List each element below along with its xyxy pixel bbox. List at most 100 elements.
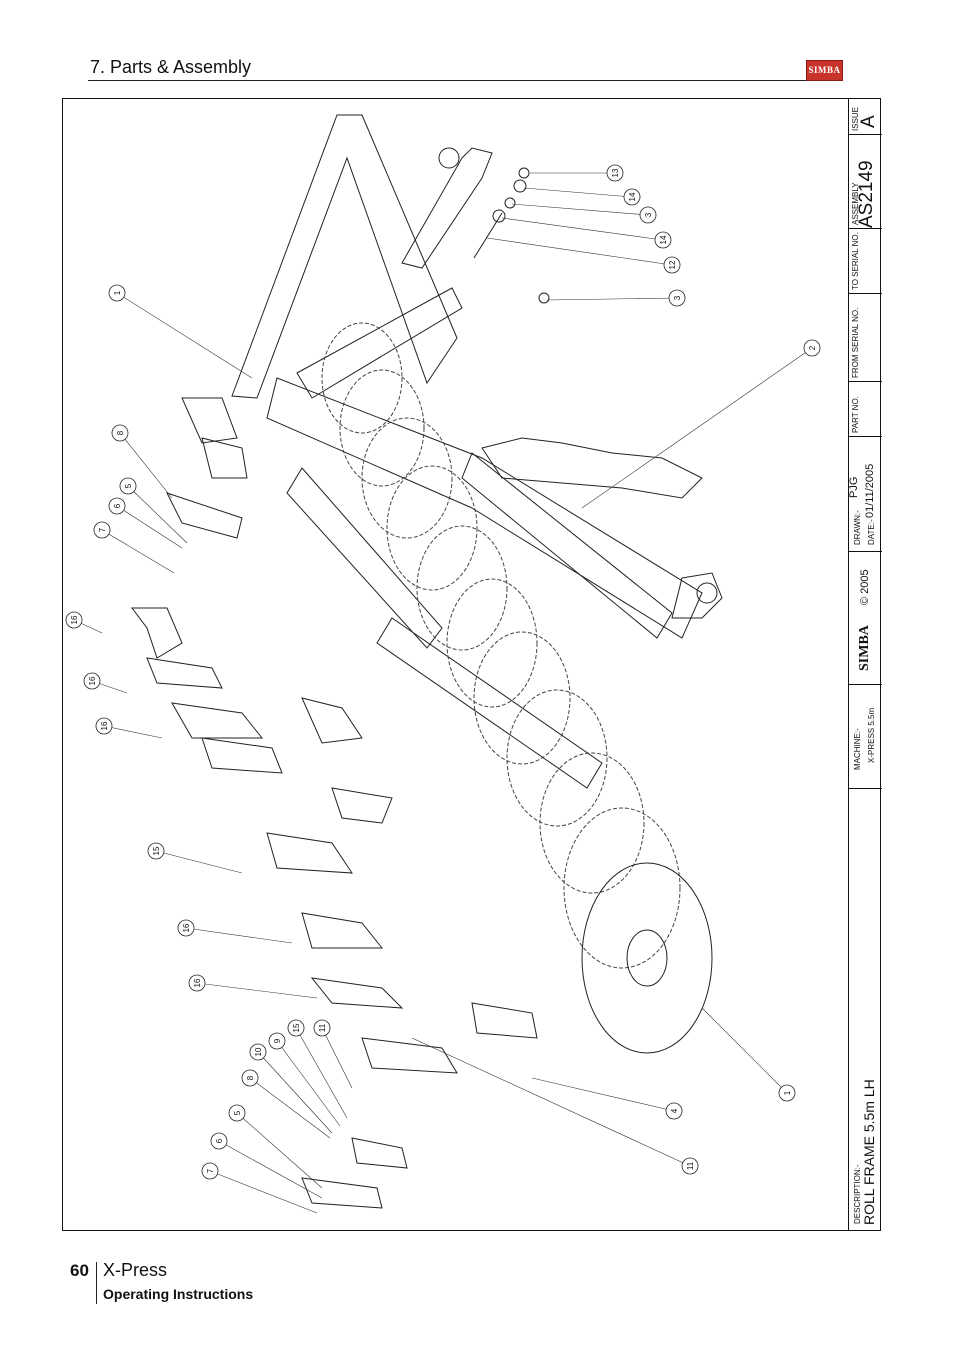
- tb-divider: [849, 436, 882, 437]
- document-title: X-Press: [103, 1260, 168, 1280]
- issue-value: A: [858, 115, 879, 128]
- svg-text:15: 15: [152, 846, 161, 855]
- simba-logo: SIMBA: [806, 60, 843, 81]
- svg-text:6: 6: [215, 1138, 224, 1143]
- svg-text:16: 16: [100, 721, 109, 730]
- callout-3: 3: [639, 206, 657, 224]
- svg-text:6: 6: [113, 503, 122, 508]
- callout-8: 8: [111, 424, 129, 442]
- tb-divider: [849, 788, 882, 789]
- svg-text:8: 8: [246, 1075, 255, 1080]
- callout-15: 15: [147, 842, 165, 860]
- assembly-drawing: 13 14 3 14 12 3 2 1 8 5 6 7 16 16 16 15 16 16 11 15 9 10 8 5 6 7 4…: [65, 114, 821, 1214]
- drawn-label: DRAWN:-: [853, 510, 862, 545]
- part-no-label: PART NO.: [851, 396, 860, 433]
- callout-7: 7: [201, 1162, 219, 1180]
- callout-12: 12: [663, 256, 681, 274]
- svg-text:16: 16: [182, 923, 191, 932]
- svg-text:7: 7: [98, 527, 107, 532]
- callout-5: 5: [119, 477, 137, 495]
- svg-text:11: 11: [686, 1161, 695, 1170]
- headstock: [401, 147, 493, 269]
- rear-bracket: [671, 572, 723, 619]
- title-block: ISSUE A ASSEMBLY AS2149 TO SERIAL NO. FR…: [848, 98, 882, 1231]
- machine-label: MACHINE:-: [853, 728, 862, 770]
- callout-8: 8: [241, 1069, 259, 1087]
- frame-cross-3: [376, 617, 603, 789]
- frame-cross-4: [461, 452, 673, 639]
- tb-divider: [849, 134, 882, 135]
- svg-text:7: 7: [206, 1168, 215, 1173]
- brand-mark: SIMBA: [857, 625, 872, 671]
- svg-text:15: 15: [292, 1023, 301, 1032]
- footer-divider: [96, 1262, 97, 1304]
- svg-text:5: 5: [233, 1110, 242, 1115]
- svg-text:3: 3: [644, 212, 653, 217]
- from-serial-label: FROM SERIAL NO.: [851, 307, 860, 378]
- svg-text:13: 13: [611, 168, 620, 177]
- frame-cross-1: [296, 287, 463, 399]
- callout-3: 3: [668, 289, 686, 307]
- callout-1: 1: [778, 1084, 796, 1102]
- machine-value: X-PRESS 5.5m: [867, 707, 876, 763]
- drawing-frame: [62, 98, 881, 1231]
- tb-divider: [849, 381, 882, 382]
- svg-text:14: 14: [659, 235, 668, 244]
- callout-11: 11: [313, 1019, 331, 1037]
- roller-discs: [321, 322, 713, 1054]
- svg-text:3: 3: [673, 295, 682, 300]
- tb-divider: [849, 228, 882, 229]
- callout-6: 6: [210, 1132, 228, 1150]
- description-value: ROLL FRAME 5.5m LH: [861, 1079, 877, 1225]
- callout-14: 14: [623, 188, 641, 206]
- section-title: 7. Parts & Assembly: [90, 57, 252, 77]
- svg-text:9: 9: [273, 1038, 282, 1043]
- callout-16: 16: [65, 611, 83, 629]
- drawn-value: PJG: [848, 476, 860, 498]
- svg-text:4: 4: [670, 1108, 679, 1113]
- callout-16: 16: [177, 919, 195, 937]
- callout-15: 15: [287, 1019, 305, 1037]
- pivot-rear: [696, 582, 718, 604]
- svg-text:16: 16: [88, 676, 97, 685]
- callout-bubbles: 13 14 3 14 12 3 2 1 8 5 6 7 16 16 16 15 16 16 11 15 9 10 8 5 6 7 4…: [65, 164, 821, 1180]
- callout-11: 11: [681, 1157, 699, 1175]
- callout-10: 10: [249, 1043, 267, 1061]
- frame-cross-2: [286, 467, 443, 649]
- svg-text:1: 1: [783, 1090, 792, 1095]
- callout-16: 16: [95, 717, 113, 735]
- hardware-stack: [473, 167, 550, 304]
- frame-beam-top: [231, 114, 458, 399]
- tb-divider: [849, 684, 882, 685]
- svg-text:1: 1: [113, 290, 122, 295]
- date-label: DATE:-: [867, 519, 876, 545]
- callout-2: 2: [803, 339, 821, 357]
- svg-text:2: 2: [808, 345, 817, 350]
- pivot-top: [438, 147, 460, 169]
- document-subtitle: Operating Instructions: [103, 1286, 254, 1302]
- tb-divider: [849, 293, 882, 294]
- callout-7: 7: [93, 521, 111, 539]
- page-number: 60: [70, 1261, 89, 1280]
- callout-9: 9: [268, 1032, 286, 1050]
- frame-beam-long: [266, 377, 703, 639]
- svg-text:8: 8: [116, 430, 125, 435]
- callout-13: 13: [606, 164, 624, 182]
- scraper-brackets: [131, 397, 538, 1209]
- svg-text:5: 5: [124, 483, 133, 488]
- svg-text:16: 16: [193, 978, 202, 987]
- svg-text:11: 11: [318, 1023, 327, 1032]
- svg-text:14: 14: [628, 192, 637, 201]
- copyright: © 2005: [859, 569, 871, 605]
- tb-divider: [849, 551, 882, 552]
- to-serial-label: TO SERIAL NO.: [851, 232, 860, 290]
- header-rule: [88, 80, 841, 81]
- callout-16: 16: [188, 974, 206, 992]
- callout-5: 5: [228, 1104, 246, 1122]
- date-value: 01/11/2005: [864, 463, 876, 518]
- callout-14: 14: [654, 231, 672, 249]
- callout-1: 1: [108, 284, 126, 302]
- assembly-number: AS2149: [856, 160, 877, 228]
- svg-text:16: 16: [70, 615, 79, 624]
- callout-16: 16: [83, 672, 101, 690]
